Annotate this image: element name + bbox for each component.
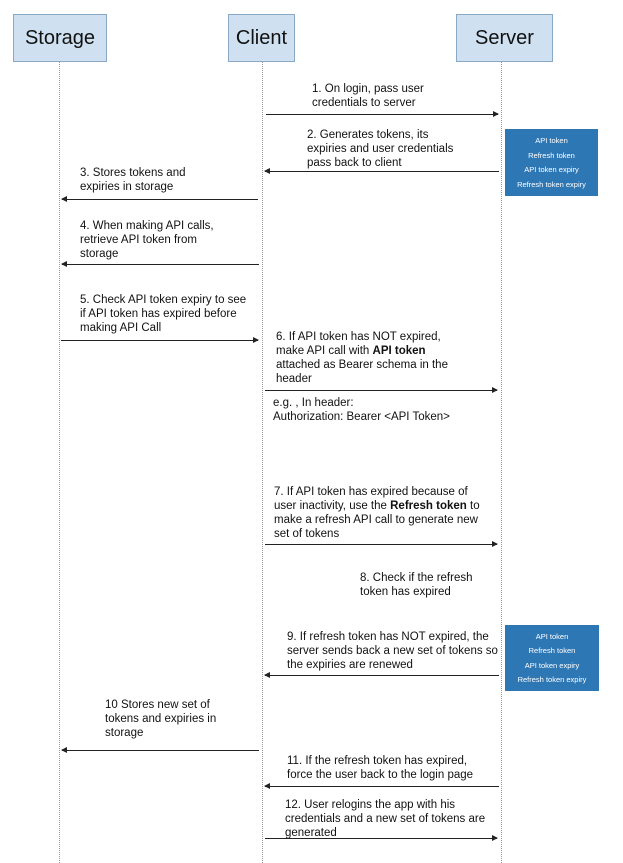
message-6-example: e.g. , In header:Authorization: Bearer <… bbox=[273, 397, 450, 423]
arrow-6-client-to-server bbox=[265, 387, 498, 393]
message-7: 7. If API token has expired because of u… bbox=[274, 486, 480, 540]
arrow-5-storage-to-client bbox=[61, 337, 259, 343]
client-actor: Client bbox=[228, 14, 295, 62]
message-9: 9. If refresh token has NOT expired, the… bbox=[287, 631, 498, 671]
message-11: 11. If the refresh token has expired,for… bbox=[287, 755, 474, 781]
message-6: 6. If API token has NOT expired, make AP… bbox=[276, 331, 448, 385]
arrow-11-server-to-client bbox=[264, 783, 499, 789]
client-lifeline bbox=[262, 62, 263, 863]
arrow-12-client-to-server bbox=[265, 835, 498, 841]
message-4: 4. When making API calls,retrieve API to… bbox=[80, 220, 214, 260]
arrow-3-client-to-storage bbox=[61, 196, 258, 202]
arrow-10-client-to-storage bbox=[61, 747, 259, 753]
arrow-4-client-to-storage bbox=[61, 261, 259, 267]
arrow-7-client-to-server bbox=[265, 541, 498, 547]
arrow-2-server-to-client bbox=[264, 168, 499, 174]
storage-actor: Storage bbox=[13, 14, 107, 62]
arrow-9-server-to-client bbox=[264, 672, 499, 678]
server-actor: Server bbox=[456, 14, 553, 62]
storage-lifeline bbox=[59, 62, 60, 863]
server-lifeline bbox=[501, 62, 502, 863]
arrow-1-client-to-server bbox=[266, 111, 499, 117]
